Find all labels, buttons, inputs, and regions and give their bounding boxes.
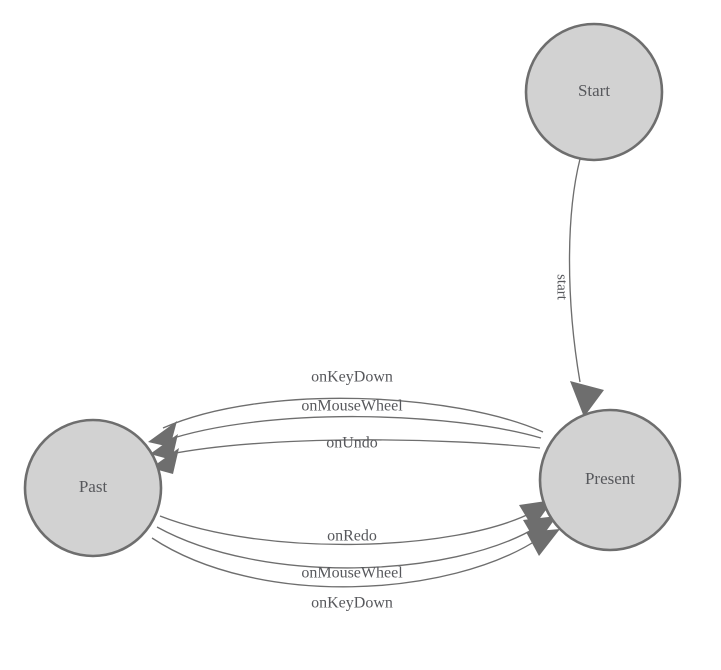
arrow-head-past-present-mousewheel (523, 516, 557, 544)
node-present-circle (538, 408, 682, 552)
node-start-circle (524, 22, 664, 162)
edge-path-present-past-undo (164, 439, 541, 456)
edge-label-present-past-mousewheel: onMouseWheel (301, 398, 403, 415)
node-past[interactable]: Past (23, 418, 163, 558)
node-present-label: Present (585, 469, 635, 488)
edge-path-past-present-redo (159, 511, 534, 546)
edge-path-past-present-keydown (151, 537, 541, 588)
edge-path-past-present-mousewheel (156, 526, 538, 569)
edge-past-present-mousewheel[interactable]: onMouseWheel (156, 516, 557, 582)
arrow-head-start-present (570, 381, 604, 417)
edge-path-present-past-mousewheel (163, 415, 542, 442)
edge-label-past-present-mousewheel: onMouseWheel (301, 565, 403, 582)
edge-present-past-undo[interactable]: onUndo (151, 435, 541, 474)
node-present[interactable]: Present (538, 408, 682, 552)
node-start[interactable]: Start (524, 22, 664, 162)
node-past-circle (23, 418, 163, 558)
edge-path-present-past-keydown (162, 397, 544, 433)
node-past-label: Past (79, 477, 108, 496)
edge-past-present-keydown[interactable]: onKeyDown (151, 529, 560, 612)
edge-path-start-present (568, 158, 581, 383)
edge-label-present-past-undo: onUndo (326, 435, 378, 452)
edge-label-past-present-redo: onRedo (327, 528, 377, 545)
edge-label-start: start (554, 274, 570, 301)
edge-past-present-redo[interactable]: onRedo (159, 500, 553, 546)
arrow-head-past-present-keydown (526, 529, 560, 556)
edge-label-past-present-keydown: onKeyDown (311, 595, 393, 612)
edge-label-present-past-keydown: onKeyDown (311, 369, 393, 386)
edge-start-present[interactable]: start (554, 158, 604, 417)
node-start-label: Start (578, 81, 610, 100)
edge-present-past-mousewheel[interactable]: onMouseWheel (150, 398, 542, 460)
